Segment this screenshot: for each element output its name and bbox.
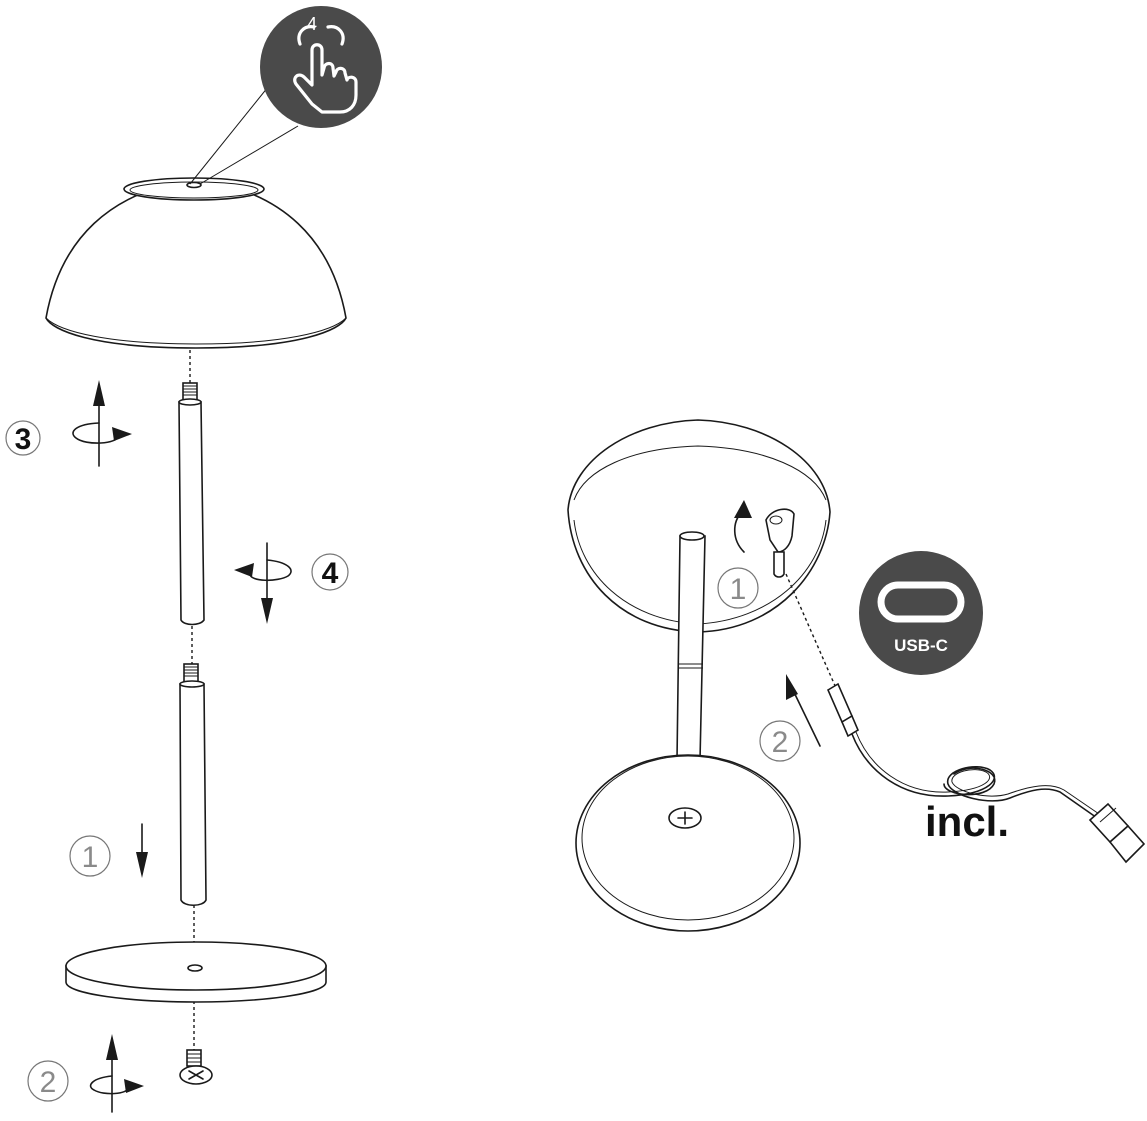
touch-dimmer-badge: 4 — [260, 6, 382, 128]
step-1-label: 1 — [82, 841, 99, 874]
charging-step-2-marker: 2 — [759, 720, 801, 762]
step-2-label: 2 — [40, 1066, 57, 1099]
step-4-marker: 4 — [311, 553, 349, 591]
upper-tube — [178, 382, 205, 626]
cable-included-note: incl. — [925, 798, 1009, 845]
rotate-up-arrow — [733, 500, 752, 553]
lamp-upside-down-base — [575, 754, 801, 932]
step-2-motion-arrows — [89, 1034, 144, 1113]
step-4-label: 4 — [322, 557, 339, 590]
base-disc — [65, 941, 327, 1003]
touch-hand-icon — [293, 25, 358, 114]
usb-c-port-icon — [877, 581, 965, 623]
lamp-upside-down-stem — [676, 531, 706, 761]
usb-c-cable — [826, 682, 1146, 864]
step-4-motion-arrows — [234, 542, 292, 624]
usb-c-badge: USB-C — [859, 551, 983, 675]
step-3-motion-arrows — [72, 380, 132, 467]
step-1-motion-arrow — [136, 823, 148, 878]
charging-step-1-label: 1 — [730, 573, 747, 606]
usb-c-label: USB-C — [894, 636, 948, 655]
charging-step-2-label: 2 — [772, 726, 789, 759]
lamp-shade — [45, 177, 347, 349]
step-3-marker: 3 — [5, 420, 41, 456]
touch-badge-number: 4 — [307, 14, 317, 34]
charging-step-1-marker: 1 — [717, 567, 759, 609]
lower-tube — [179, 663, 207, 907]
charging-port-switch — [765, 508, 795, 578]
insert-cable-arrow — [786, 674, 821, 747]
lamp-upside-down-shade — [567, 419, 831, 633]
step-3-label: 3 — [15, 423, 32, 456]
base-screw — [179, 1049, 213, 1085]
step-2-marker: 2 — [27, 1060, 69, 1102]
step-1-marker: 1 — [69, 835, 111, 877]
